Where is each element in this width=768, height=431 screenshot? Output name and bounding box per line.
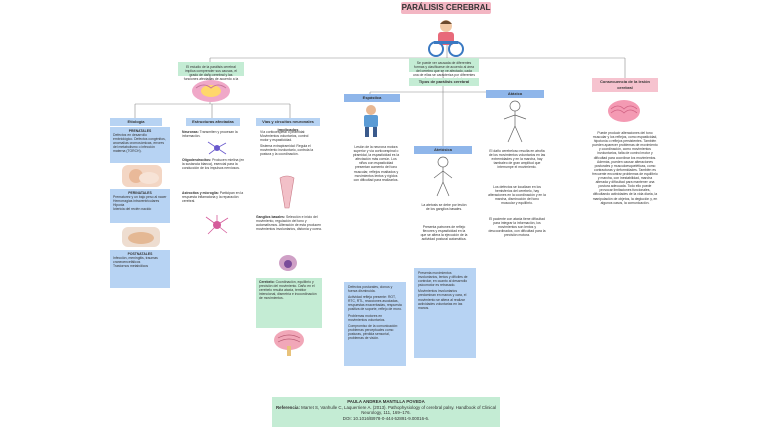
child-standing-illustration (356, 104, 386, 138)
oligo-text: Producen mielina (en la sustancia blanca… (182, 158, 245, 171)
espastica-item: Compromiso de la comunicación: problemas… (348, 323, 399, 341)
espastica-label: Espástica (344, 94, 400, 102)
reference-text: Marret S, Vanhulle C, Laquerriere A. (20… (301, 405, 496, 416)
oligo-block: Oligodendrocitos: Producen mielina (en l… (182, 158, 246, 180)
vias-item: Vía corticoespinal o piramidal: Movimien… (260, 130, 309, 143)
atetosica-text: La atetosis se debe por lesión de los ga… (421, 203, 467, 212)
ataxica-label: Atáxica (486, 90, 544, 98)
atetosica-list: Presenta movimientos involuntarios, lent… (414, 268, 476, 358)
atetosica-item: Presenta movimientos involuntarios, lent… (418, 271, 468, 288)
oligo-title: Oligodendrocitos: (182, 158, 212, 162)
ataxica-text: El daño cerebeloso resulta en atrofia de… (488, 149, 546, 170)
perinatales-item: Prematurez y un bajo peso al nacer (113, 195, 167, 200)
ataxica-detail: Los defectos se localizan en los hemisfe… (488, 185, 546, 206)
espastica-item: Actividad refleja presente: ROT, RTC, RT… (348, 295, 402, 312)
reference-label: Referencia: (276, 405, 300, 410)
perinatales-box: PERINATALES Prematurez y un bajo peso al… (110, 189, 170, 223)
neuronas-text: Transmiten y procesan la información. (182, 130, 238, 139)
neuronas-title: Neuronas: (182, 130, 199, 134)
astro-title: Astrocitos y microglía: (182, 191, 219, 195)
astro-block: Astrocitos y microglía: Participan en la… (182, 191, 246, 211)
spinal-cord-illustration (276, 174, 298, 210)
consecuencias-text: Puede producir alteraciones del tono mus… (592, 131, 658, 205)
prenatales-box: PRENATALES Defectos en desarrollo embrio… (110, 127, 170, 163)
cerebelo-text: Coordinación, equilibrio y precisión del… (259, 280, 317, 301)
espastica-item: Problemas motores en movimientos volunta… (348, 313, 386, 322)
ataxica-extra: El paciente con ataxia tiene dificultad … (488, 217, 546, 238)
basal-ganglia-illustration (278, 254, 298, 272)
intro-left-box: El estudio de la parálisis cerebral impl… (178, 62, 244, 85)
child-walking-illustration (500, 100, 530, 144)
ganglios-title: Ganglios basales: (256, 215, 286, 219)
postnatales-box: POSTNATALES Infección, meningitis, traum… (110, 250, 170, 288)
perinatales-item: Hemorragias intraventriculares (113, 199, 160, 204)
atetosica-label: Atetósica (414, 146, 472, 154)
prenatales-title: PRENATALES (128, 129, 152, 133)
ganglios-block: Ganglios basales: Selección e inicio del… (256, 215, 322, 249)
tipos-header: Tipos de parálisis cerebral (409, 78, 479, 86)
cerebelo-box: Cerebelo: Coordinación, equilibrio y pre… (256, 278, 322, 328)
atetosica-item: Movimientos involuntarios predominan en … (418, 289, 467, 310)
espastica-text: Lesión de la neurona motora superior y v… (352, 145, 400, 182)
estructuras-header: Estructuras afectadas (186, 118, 240, 126)
intro-right-box: Se puede ver causada de diferentes forma… (409, 58, 479, 81)
prenatales-text: Defectos en desarrollo embriológico. Def… (113, 133, 166, 154)
espastica-item: Defectos posturales, clonus y fuerza dis… (348, 285, 393, 294)
astro-text: Participan en la respuesta inflamatoria … (182, 191, 244, 204)
postnatales-item: Trastornos metabólicos (113, 264, 149, 269)
neuron-icon (206, 140, 228, 156)
child-figure-illustration (430, 156, 456, 198)
ganglios-text: Selección e inicio del movimiento, regul… (256, 215, 322, 232)
postnatales-item: Infección, meningitis, traumas craneoenc… (113, 256, 158, 265)
brain-illustration (190, 78, 232, 104)
espastica-list: Defectos posturales, clonus y fuerza dis… (344, 282, 406, 366)
perinatales-title: PERINATALES (128, 191, 152, 195)
page-title: PARÁLISIS CEREBRAL (401, 2, 491, 14)
atetosica-detail: Presenta patrones de reflejo flexores y … (420, 225, 468, 242)
child-wheelchair-illustration (422, 17, 470, 57)
vias-list: Vía corticoespinal o piramidal: Movimien… (256, 127, 322, 173)
footer-box: PAULA ANDREA MANTILLA POVEDA Referencia:… (272, 397, 500, 427)
vias-item: Sistema extrapiramidal: Regula el movimi… (260, 144, 314, 157)
perinatales-item: Hipoxia (113, 203, 125, 208)
baby-photo (122, 165, 162, 187)
consecuencias-header: Consecuencia de la lesión cerebral (592, 78, 658, 92)
infant-photo (122, 227, 160, 247)
cerebellum-illustration (272, 328, 306, 356)
reference-doi: DOI: 10.1016/B978-0-444-52891-9.00016-6. (342, 415, 430, 421)
author-name: PAULA ANDREA MANTILLA POVEDA (347, 399, 425, 404)
neuronas-block: Neuronas: Transmiten y procesan la infor… (182, 130, 246, 148)
perinatales-item: Ictericia del recién nacido (113, 207, 152, 212)
cerebelo-title: Cerebelo: (259, 280, 275, 284)
astrocyte-icon (204, 214, 230, 236)
postnatales-title: POSTNATALES (127, 252, 153, 256)
etiologia-header: Etiología (110, 118, 162, 126)
vias-header: Vías y circuitos neuronales implicados (256, 118, 320, 132)
brain-illustration-right (606, 98, 642, 124)
